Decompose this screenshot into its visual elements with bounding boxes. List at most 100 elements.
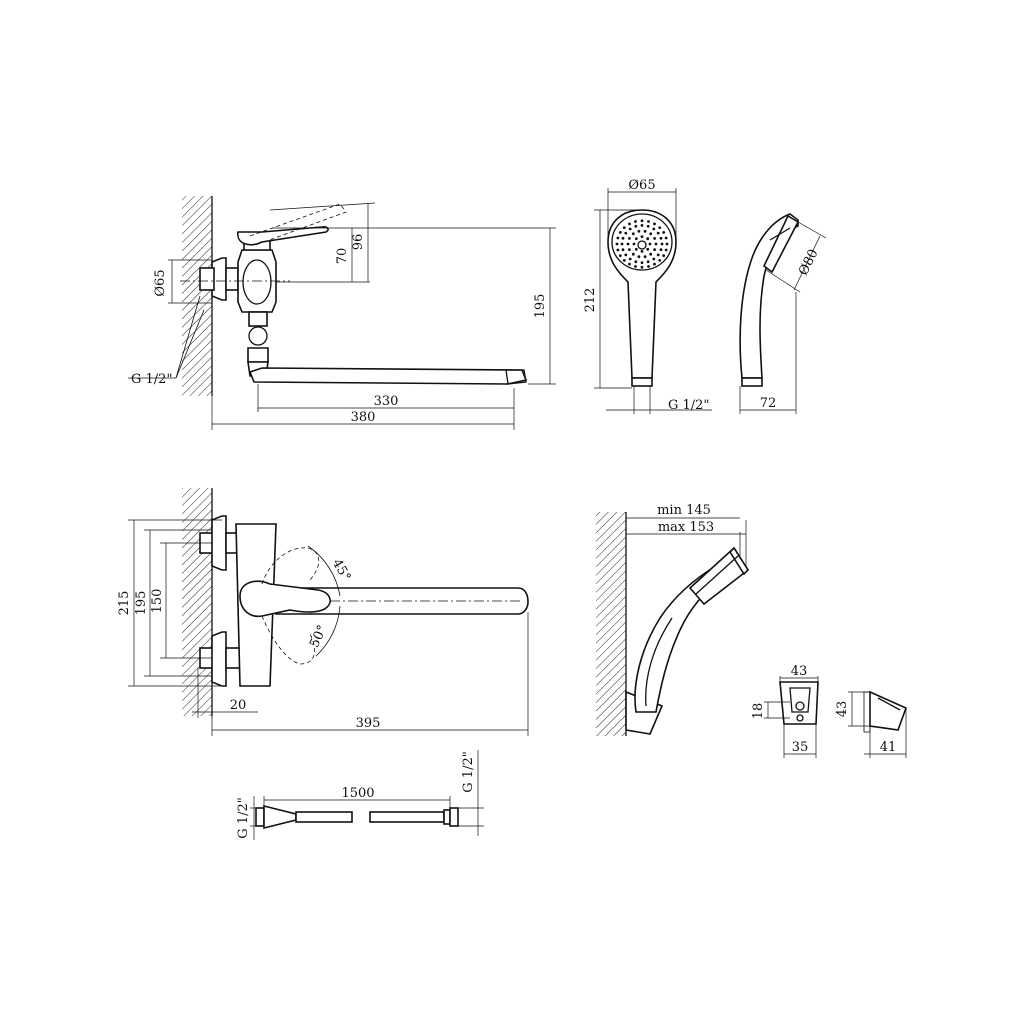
nozzle [653, 222, 656, 226]
nozzle [631, 252, 635, 256]
dim-a45: 45° [329, 557, 354, 584]
wall-hatch-holder [596, 512, 626, 736]
nozzle [624, 253, 628, 257]
holder-front-view: 43 18 35 [751, 664, 819, 758]
nozzle [646, 224, 650, 228]
nozzle [616, 236, 620, 240]
nozzle [652, 257, 656, 261]
nozzle [653, 237, 656, 240]
shower-head-side-view: Ø80 72 [739, 213, 827, 414]
nozzle [616, 248, 620, 252]
dim-h70: 70 [335, 248, 350, 265]
nozzle [646, 260, 650, 264]
nozzle [628, 222, 631, 226]
nozzle [640, 250, 644, 253]
nozzle [660, 242, 664, 246]
nozzle [649, 252, 653, 256]
nozzle [637, 229, 641, 233]
nozzle [634, 237, 638, 241]
dim-w72: 72 [760, 396, 777, 411]
dim-w20: 20 [230, 698, 247, 713]
nozzle [653, 248, 656, 252]
nozzle [634, 265, 637, 268]
nozzle [628, 257, 632, 261]
nozzle [637, 255, 641, 259]
nozzle [640, 265, 644, 269]
nozzle [653, 262, 656, 266]
shower-head-front-view: Ø65 212 G 1/2" [583, 178, 712, 414]
dim-l330: 330 [374, 394, 399, 409]
nozzle [640, 219, 644, 223]
dim-thread-hose-right: G 1/2" [461, 751, 476, 792]
nozzle [634, 220, 637, 223]
nozzle [656, 231, 660, 235]
mixer-front-view: 45° 50° 215 195 150 20 395 [117, 488, 529, 736]
dim-thread-hose-left: G 1/2" [236, 797, 251, 838]
dim-w35: 35 [792, 740, 809, 755]
nozzle [664, 248, 668, 252]
nozzle [640, 235, 644, 239]
dim-l1500: 1500 [341, 786, 374, 801]
wall-hatch-front [182, 488, 212, 716]
nozzle [659, 236, 663, 240]
dim-h96: 96 [351, 234, 366, 251]
nozzle [628, 227, 632, 231]
nozzle [658, 259, 662, 262]
nozzle [652, 227, 656, 231]
nozzle [662, 254, 666, 257]
nozzle [628, 248, 631, 252]
wall-holder-assembly: min 145 max 153 [596, 503, 750, 736]
nozzle [656, 253, 660, 257]
nozzle [618, 231, 622, 234]
dim-h150: 150 [150, 589, 165, 614]
nozzle [654, 242, 658, 246]
mixer-side-view: Ø65 G 1/2" 70 96 195 330 380 [128, 196, 556, 430]
holder-side-view: 43 41 [835, 690, 908, 758]
dim-a50: 50° [307, 623, 330, 650]
nozzle [640, 224, 644, 227]
nozzle [634, 224, 638, 228]
nozzle [620, 242, 624, 246]
dim-h43-holder: 43 [835, 701, 850, 718]
nozzle [646, 247, 650, 251]
nozzle [622, 259, 626, 262]
dim-h215: 215 [117, 591, 132, 616]
dim-h195-side: 195 [533, 294, 548, 319]
wall-hatch [182, 196, 212, 396]
dim-w41: 41 [880, 740, 897, 755]
nozzle [649, 232, 653, 236]
nozzle [631, 232, 635, 236]
spray-nozzles [615, 219, 669, 269]
shower-hose-view: 1500 G 1/2" G 1/2" [236, 750, 484, 840]
nozzle [628, 237, 631, 240]
nozzle [618, 254, 622, 257]
nozzle [634, 247, 638, 251]
dim-w43-holder: 43 [791, 664, 808, 679]
nozzle [621, 236, 625, 240]
nozzle [664, 236, 668, 240]
dim-h212: 212 [583, 288, 598, 313]
nozzle [628, 262, 631, 266]
nozzle [626, 242, 630, 246]
dim-thread-mixer: G 1/2" [131, 372, 172, 387]
nozzle [647, 265, 650, 268]
nozzle [658, 226, 662, 230]
dim-l380: 380 [351, 410, 376, 425]
nozzle [665, 242, 669, 246]
dim-h195-front: 195 [134, 591, 149, 616]
nozzle [662, 231, 666, 234]
dim-d80: Ø80 [796, 247, 821, 278]
nozzle [643, 229, 647, 233]
nozzle [648, 242, 652, 246]
nozzle [659, 248, 663, 252]
dim-max153: max 153 [658, 520, 714, 535]
nozzle [640, 261, 644, 264]
nozzle [646, 237, 650, 241]
dim-min145: min 145 [657, 503, 711, 518]
dim-d65-mixer: Ø65 [153, 269, 168, 296]
nozzle [634, 260, 638, 264]
nozzle [632, 242, 636, 246]
nozzle [643, 255, 647, 259]
nozzle [622, 226, 626, 230]
